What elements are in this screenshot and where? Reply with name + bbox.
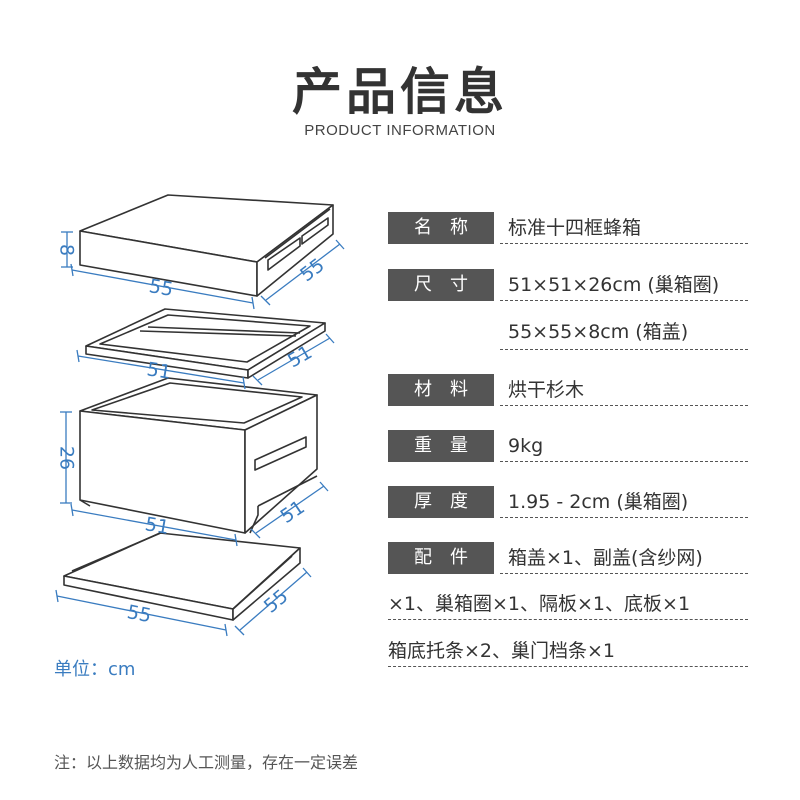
spec-value-material: 烘干杉木 (508, 379, 585, 401)
base-width-label: 55 (125, 601, 153, 627)
inner-cover-drawing (85, 308, 326, 379)
spec-value-thickness: 1.95 - 2cm (巢箱圈) (508, 491, 689, 513)
spec-value-accessories-cont-2: 箱底托条×2、巢门档条×1 (388, 640, 616, 662)
lid-height-label: 8 (56, 244, 78, 256)
divider (500, 243, 748, 244)
spec-value-accessories: 箱盖×1、副盖(含纱网) (508, 547, 703, 569)
divider (500, 573, 748, 574)
spec-label-weight: 重量 (388, 430, 494, 462)
divider (500, 405, 748, 406)
spec-value-size-lid: 55×55×8cm (箱盖) (508, 321, 689, 343)
box-width-label: 51 (143, 513, 171, 539)
base-drawing (63, 531, 301, 621)
divider (500, 300, 748, 301)
lid-width-label: 55 (147, 275, 175, 301)
spec-value-weight: 9kg (508, 435, 544, 457)
divider (500, 349, 748, 350)
spec-value-name: 标准十四框蜂箱 (508, 217, 642, 239)
unit-label: 单位：cm (54, 659, 136, 680)
page-title: 产品信息 (292, 62, 508, 121)
footnote: 注：以上数据均为人工测量，存在一定误差 (54, 753, 359, 772)
spec-label-name: 名称 (388, 212, 494, 244)
divider (388, 666, 748, 667)
divider (500, 461, 748, 462)
spec-label-material: 材料 (388, 374, 494, 406)
inner-cover-width-label: 51 (145, 358, 172, 384)
box-ring-drawing (79, 377, 318, 534)
spec-label-accessories: 配件 (388, 542, 494, 574)
box-height-label: 26 (56, 446, 78, 470)
lid-drawing (79, 194, 334, 297)
page-subtitle: PRODUCT INFORMATION (304, 122, 496, 139)
spec-value-size-box: 51×51×26cm (巢箱圈) (508, 274, 720, 296)
divider (500, 517, 748, 518)
spec-label-thickness: 厚度 (388, 486, 494, 518)
spec-label-size: 尺寸 (388, 269, 494, 301)
divider (388, 619, 748, 620)
spec-value-accessories-cont-1: ×1、巢箱圈×1、隔板×1、底板×1 (388, 593, 691, 615)
